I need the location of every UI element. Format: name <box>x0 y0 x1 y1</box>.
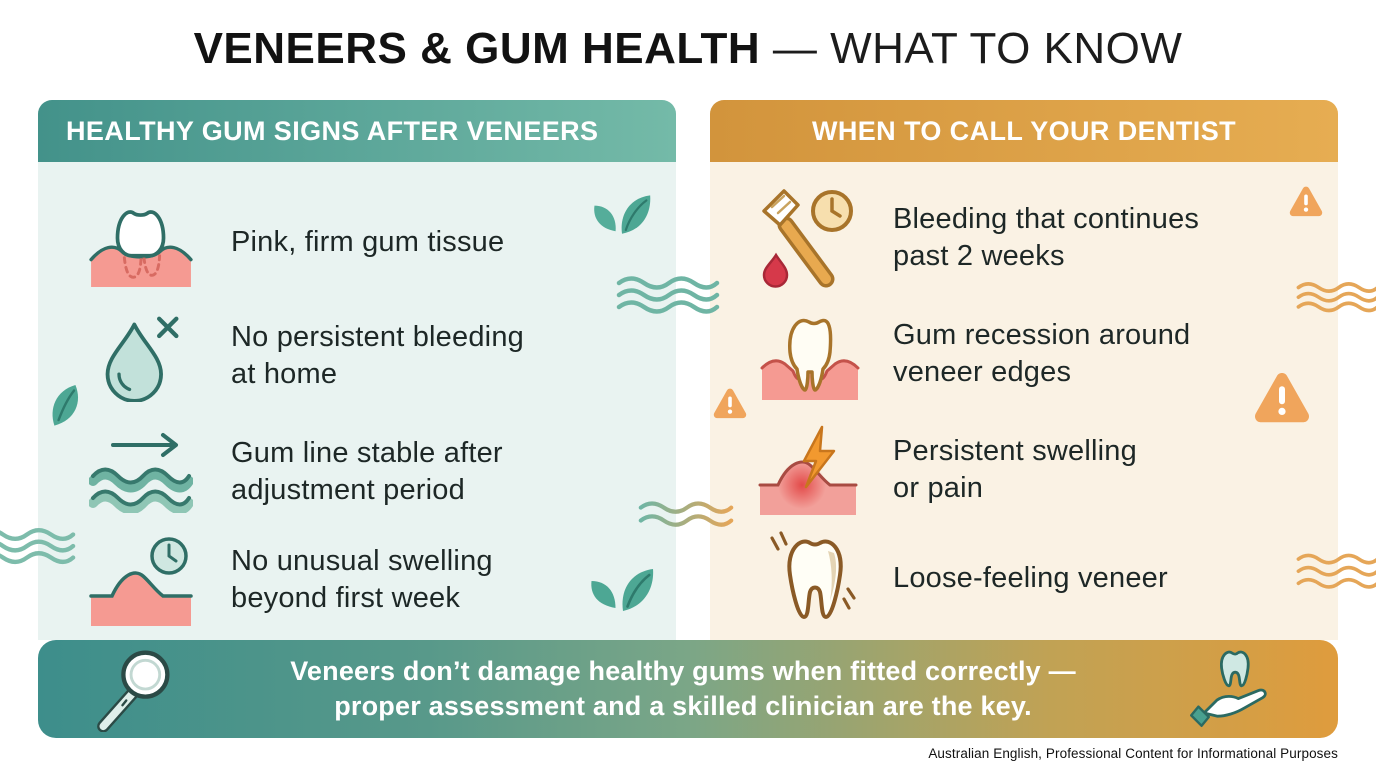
item-text-line: beyond first week <box>231 582 461 614</box>
item-text-line: Pink, firm gum tissue <box>231 225 505 258</box>
item-text-line: Persistent swelling <box>893 435 1137 467</box>
list-item: Gum recession around veneer edges <box>740 298 1330 410</box>
item-text-line: past 2 weeks <box>893 240 1065 272</box>
key-message-text: Veneers don’t damage healthy gums when f… <box>228 640 1138 738</box>
no-swelling-clock-icon <box>68 532 213 628</box>
key-message-line: proper assessment and a skilled clinicia… <box>334 691 1032 721</box>
list-item: No persistent bleeding at home <box>68 300 668 412</box>
item-text-line: or pain <box>893 472 984 504</box>
item-text: Pink, firm gum tissue <box>231 224 504 261</box>
list-item: Bleeding that continues past 2 weeks <box>740 182 1330 294</box>
item-text: Persistent swelling or pain <box>893 433 1137 507</box>
loose-veneer-icon <box>740 531 875 625</box>
swelling-pain-icon <box>740 423 875 517</box>
list-item: Gum line stable after adjustment period <box>68 416 668 528</box>
item-text-line: Gum line stable after <box>231 437 503 469</box>
item-text: Gum recession around veneer edges <box>893 317 1190 391</box>
item-text-line: Gum recession around <box>893 319 1191 351</box>
item-text: No persistent bleeding at home <box>231 319 524 393</box>
healthy-signs-panel: HEALTHY GUM SIGNS AFTER VENEERS Pink, fi… <box>38 100 676 640</box>
item-text: Bleeding that continues past 2 weeks <box>893 201 1199 275</box>
list-item: No unusual swelling beyond first week <box>68 524 668 636</box>
page-title-rest: — WHAT TO KNOW <box>760 24 1183 73</box>
item-text-line: No persistent bleeding <box>231 321 524 353</box>
item-text-line: No unusual swelling <box>231 545 493 577</box>
healthy-gum-tooth-icon <box>68 195 213 289</box>
list-item: Pink, firm gum tissue <box>68 186 668 298</box>
key-message-banner: Veneers don’t damage healthy gums when f… <box>38 640 1338 738</box>
bleeding-toothbrush-icon <box>740 185 875 291</box>
list-item: Persistent swelling or pain <box>740 414 1330 526</box>
item-text-line: adjustment period <box>231 474 465 506</box>
healthy-signs-header: HEALTHY GUM SIGNS AFTER VENEERS <box>38 100 676 162</box>
key-message-line: Veneers don’t damage healthy gums when f… <box>290 656 1076 686</box>
call-dentist-header: WHEN TO CALL YOUR DENTIST <box>710 100 1338 162</box>
item-text: Loose-feeling veneer <box>893 560 1168 597</box>
dental-mirror-icon <box>86 646 178 737</box>
footer-note: Australian English, Professional Content… <box>928 746 1338 761</box>
item-text: No unusual swelling beyond first week <box>231 543 493 617</box>
stable-gum-line-icon <box>68 431 213 513</box>
page-title: VENEERS & GUM HEALTH — WHAT TO KNOW <box>0 24 1376 74</box>
item-text: Gum line stable after adjustment period <box>231 435 503 509</box>
no-bleeding-drop-icon <box>68 310 213 402</box>
hand-holding-tooth-icon <box>1188 648 1276 735</box>
list-item: Loose-feeling veneer <box>740 522 1330 634</box>
item-text-line: at home <box>231 358 338 390</box>
gum-recession-icon <box>740 306 875 402</box>
item-text-line: Bleeding that continues <box>893 203 1200 235</box>
item-text-line: veneer edges <box>893 356 1072 388</box>
page-title-bold: VENEERS & GUM HEALTH <box>193 24 761 73</box>
item-text-line: Loose-feeling veneer <box>893 561 1168 594</box>
call-dentist-panel: WHEN TO CALL YOUR DENTIST Bleeding that … <box>710 100 1338 640</box>
